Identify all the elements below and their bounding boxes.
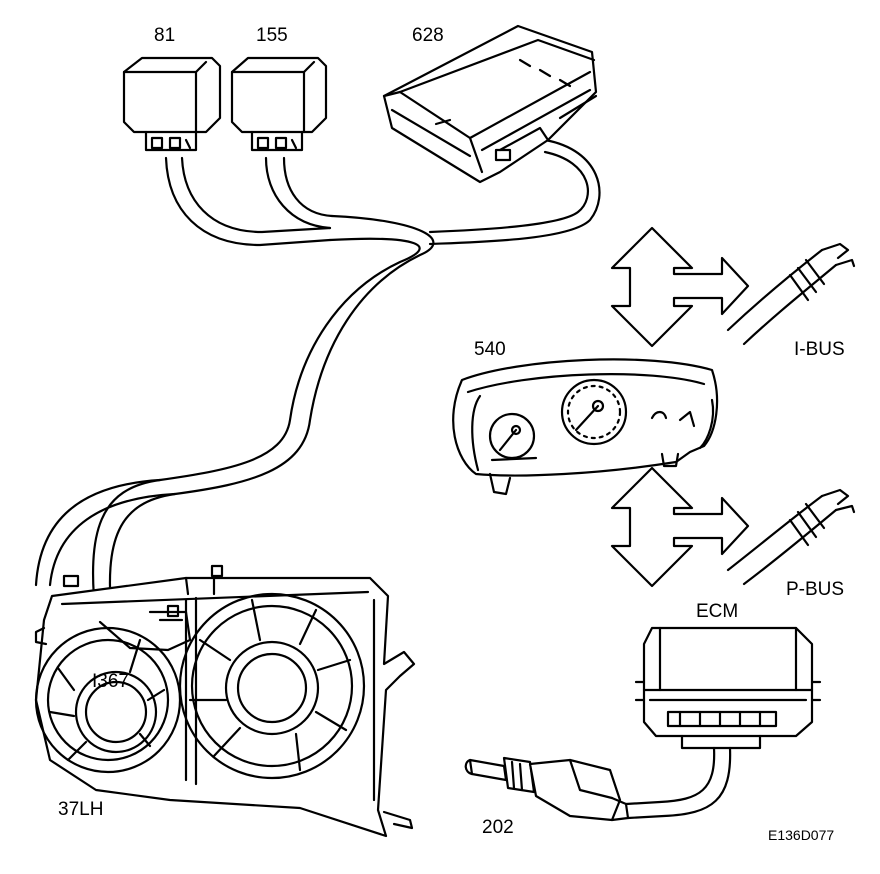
- instrument-cluster-540: [452, 358, 719, 496]
- figure-code-label: E136D077: [768, 827, 835, 843]
- temperature-sensor-202: [464, 756, 630, 822]
- cooling-fan-37lh: [34, 564, 416, 838]
- ibus-wire: [726, 242, 856, 346]
- relay-155-label: 155: [256, 25, 288, 46]
- relay-155: [230, 56, 328, 152]
- relay-81: [122, 56, 222, 152]
- ecm-module: [634, 626, 822, 750]
- wiring-harness: [34, 138, 601, 622]
- connector-i367-label: I367: [92, 671, 129, 692]
- ibus-label: I-BUS: [794, 339, 845, 360]
- ecm-label: ECM: [696, 601, 739, 622]
- relay-81-label: 81: [154, 25, 176, 46]
- sensor-202-label: 202: [482, 817, 514, 838]
- pbus-arrow: [610, 466, 750, 588]
- pbus-wire: [726, 488, 856, 586]
- ibus-arrow: [610, 226, 750, 348]
- control-module-628: [382, 24, 598, 184]
- module-628-label: 628: [412, 25, 444, 46]
- pbus-label: P-BUS: [786, 579, 845, 600]
- fan-37lh-label: 37LH: [58, 799, 104, 820]
- cluster-540-label: 540: [474, 339, 506, 360]
- sensor-cable: [624, 746, 732, 820]
